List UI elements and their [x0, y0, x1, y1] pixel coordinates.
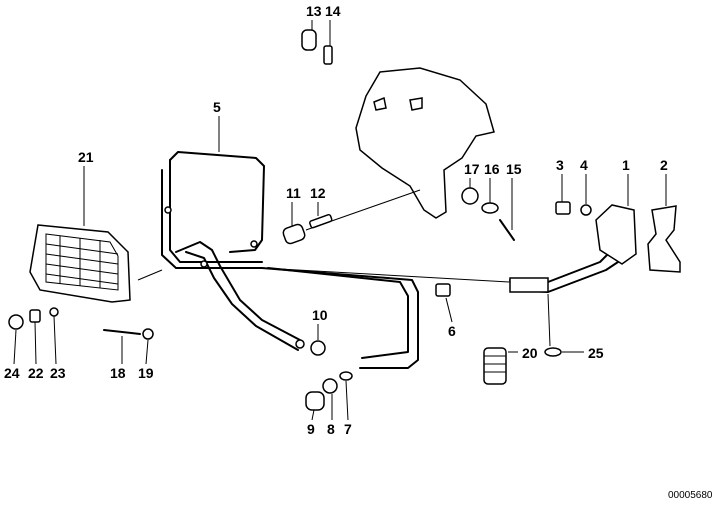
luggage-rack-grid: [29, 224, 131, 303]
sleeve-12: [309, 213, 333, 229]
rubber-cap-13: [301, 29, 317, 51]
rubber-bellows: [483, 347, 507, 385]
callout-4: 4: [580, 157, 588, 173]
callout-10: 10: [312, 307, 328, 323]
callout-16: 16: [484, 161, 500, 177]
bolt-6: [435, 283, 451, 297]
washer-7: [339, 371, 353, 381]
leader-line: [547, 293, 551, 347]
callout-2: 2: [660, 157, 668, 173]
screw-22: [29, 309, 41, 323]
callout-9: 9: [307, 421, 315, 437]
splash-guard: [355, 67, 495, 219]
assembly-guide-lines: [137, 189, 511, 283]
callout-7: 7: [344, 421, 352, 437]
callout-1: 1: [622, 157, 630, 173]
screw-3: [555, 201, 571, 215]
callout-13: 13: [306, 3, 322, 19]
callout-leaders: [13, 20, 667, 421]
washer-25: [544, 347, 562, 357]
callout-15: 15: [506, 161, 522, 177]
nut-17: [461, 187, 479, 205]
callout-20: 20: [522, 345, 538, 361]
cap-24: [8, 314, 24, 330]
callout-8: 8: [327, 421, 335, 437]
cap-10: [310, 340, 326, 356]
callout-14: 14: [325, 3, 341, 19]
callout-6: 6: [448, 323, 456, 339]
rubber-cap-11: [282, 223, 306, 245]
callout-24: 24: [4, 365, 20, 381]
bolt-18: [103, 329, 141, 335]
callout-5: 5: [213, 99, 221, 115]
callout-19: 19: [138, 365, 154, 381]
washer-16: [481, 202, 499, 214]
bracket-plate: [647, 205, 681, 273]
callout-21: 21: [78, 149, 94, 165]
washer-4: [580, 204, 592, 216]
callout-12: 12: [310, 185, 326, 201]
callout-18: 18: [110, 365, 126, 381]
callout-22: 22: [28, 365, 44, 381]
reference-number: 00005680: [668, 490, 713, 501]
nut-8: [322, 378, 338, 394]
callout-25: 25: [588, 345, 604, 361]
pin-14: [323, 45, 333, 65]
cap-9: [305, 391, 325, 411]
callout-11: 11: [286, 185, 301, 201]
bolt-15: [499, 219, 515, 241]
washer-19: [142, 328, 154, 340]
center-stand-lever: [509, 204, 637, 293]
callout-3: 3: [556, 157, 564, 173]
callout-17: 17: [464, 161, 480, 177]
washer-23: [49, 307, 59, 317]
callout-labels: 1 2 3 4 5 6 7 8 9 10 11 12 13 14 15 16 1…: [4, 3, 668, 437]
main-frame-bracket: [161, 151, 419, 369]
callout-23: 23: [50, 365, 66, 381]
